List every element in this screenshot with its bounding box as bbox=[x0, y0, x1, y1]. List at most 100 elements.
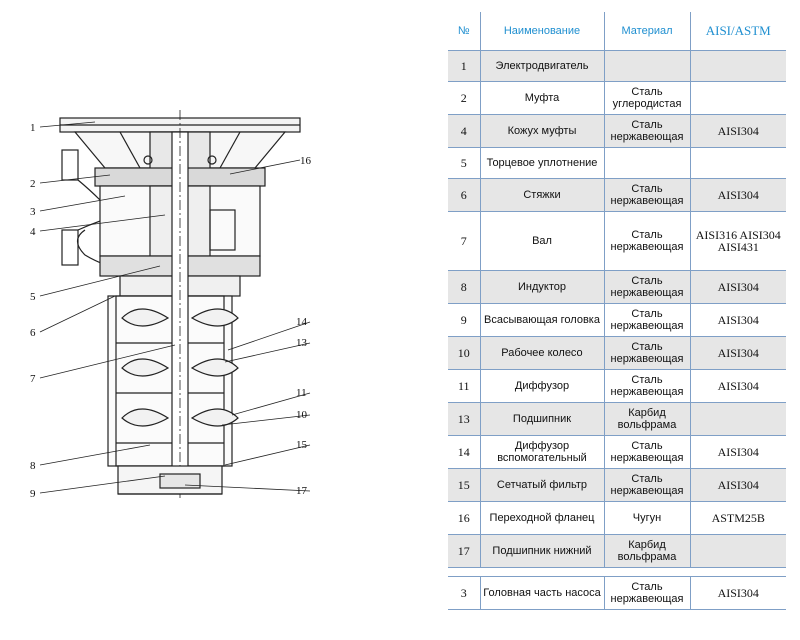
cell-name: Индуктор bbox=[479, 270, 604, 304]
cell-number: 5 bbox=[448, 147, 480, 179]
callout-13: 13 bbox=[296, 337, 308, 349]
cell-number: 3 bbox=[448, 576, 480, 610]
cell-standard: AISI304 bbox=[689, 303, 786, 337]
callout-5: 5 bbox=[30, 291, 36, 303]
callout-3: 3 bbox=[30, 206, 36, 218]
cell-material: Сталь углеродистая bbox=[603, 81, 690, 115]
cell-name: Кожух муфты bbox=[479, 114, 604, 148]
cell-name: Электродвигатель bbox=[479, 50, 604, 82]
cell-standard bbox=[689, 81, 786, 115]
cell-standard: AISI304 bbox=[689, 178, 786, 212]
cell-number: 8 bbox=[448, 270, 480, 304]
header-material: Материал bbox=[603, 12, 690, 51]
cell-material: Сталь нержавеющая bbox=[603, 114, 690, 148]
cell-standard: AISI304 bbox=[689, 336, 786, 370]
callout-17: 17 bbox=[296, 485, 308, 497]
cell-standard bbox=[689, 50, 786, 82]
cell-name: Головная часть насоса bbox=[479, 576, 604, 610]
cell-material: Сталь нержавеющая bbox=[603, 369, 690, 403]
callout-11: 11 bbox=[296, 387, 307, 399]
cell-number: 16 bbox=[448, 501, 480, 535]
cell-standard: AISI304 bbox=[689, 435, 786, 469]
callout-1: 1 bbox=[30, 122, 36, 134]
callout-9: 9 bbox=[30, 488, 36, 500]
callout-15: 15 bbox=[296, 439, 308, 451]
cell-name: Всасывающая головка bbox=[479, 303, 604, 337]
leader-lines bbox=[39, 121, 311, 494]
cell-material: Сталь нержавеющая bbox=[603, 468, 690, 502]
cell-standard: ASTM25B bbox=[689, 501, 786, 535]
header-number: № bbox=[448, 12, 480, 51]
cell-standard: AISI304 bbox=[689, 576, 786, 610]
callout-14: 14 bbox=[296, 316, 308, 328]
pump-outline bbox=[59, 110, 301, 500]
header-standard: AISI/ASTM bbox=[689, 12, 786, 51]
cell-name: Переходной фланец bbox=[479, 501, 604, 535]
cell-material bbox=[603, 147, 690, 179]
callout-2: 2 bbox=[30, 178, 36, 190]
cell-name: Подшипник нижний bbox=[479, 534, 604, 568]
callout-7: 7 bbox=[30, 373, 36, 385]
cell-standard: AISI304 bbox=[689, 270, 786, 304]
callout-8: 8 bbox=[30, 460, 36, 472]
cell-name: Диффузор вспомогательный bbox=[479, 435, 604, 469]
cell-standard: AISI304 bbox=[689, 114, 786, 148]
cell-material bbox=[603, 50, 690, 82]
cell-material: Сталь нержавеющая bbox=[603, 211, 690, 271]
table-header-row: № Наименование Материал AISI/ASTM bbox=[448, 12, 786, 51]
cell-number: 4 bbox=[448, 114, 480, 148]
cell-standard bbox=[689, 147, 786, 179]
cell-material: Сталь нержавеющая bbox=[603, 576, 690, 610]
cell-number: 6 bbox=[448, 178, 480, 212]
table-gap-row bbox=[448, 567, 786, 577]
cell-standard bbox=[689, 402, 786, 436]
cell-material: Сталь нержавеющая bbox=[603, 435, 690, 469]
cell-material: Сталь нержавеющая bbox=[603, 303, 690, 337]
cell-name: Торцевое уплотнение bbox=[479, 147, 604, 179]
cell-name: Стяжки bbox=[479, 178, 604, 212]
cell-number: 9 bbox=[448, 303, 480, 337]
cell-standard bbox=[689, 534, 786, 568]
cell-standard: AISI316 AISI304 AISI431 bbox=[689, 211, 786, 271]
cell-number: 1 bbox=[448, 50, 480, 82]
pump-sectional-drawing: 1 2 3 4 5 6 7 8 9 16 14 13 11 10 15 17 bbox=[30, 110, 312, 500]
cell-name: Сетчатый фильтр bbox=[479, 468, 604, 502]
cell-material: Карбид вольфрама bbox=[603, 534, 690, 568]
cell-material: Сталь нержавеющая bbox=[603, 336, 690, 370]
cell-number: 11 bbox=[448, 369, 480, 403]
callout-10: 10 bbox=[296, 409, 308, 421]
callout-6: 6 bbox=[30, 327, 36, 339]
callout-16: 16 bbox=[300, 155, 312, 167]
cell-name: Диффузор bbox=[479, 369, 604, 403]
cell-number: 13 bbox=[448, 402, 480, 436]
cell-number: 15 bbox=[448, 468, 480, 502]
callout-4: 4 bbox=[30, 226, 36, 238]
cell-material: Сталь нержавеющая bbox=[603, 178, 690, 212]
cell-number: 2 bbox=[448, 81, 480, 115]
cell-number: 17 bbox=[448, 534, 480, 568]
cell-number: 14 bbox=[448, 435, 480, 469]
cell-material: Сталь нержавеющая bbox=[603, 270, 690, 304]
cell-number: 7 bbox=[448, 211, 480, 271]
cell-standard: AISI304 bbox=[689, 369, 786, 403]
header-name: Наименование bbox=[479, 12, 604, 51]
cell-standard: AISI304 bbox=[689, 468, 786, 502]
cell-material: Чугун bbox=[603, 501, 690, 535]
cell-material: Карбид вольфрама bbox=[603, 402, 690, 436]
